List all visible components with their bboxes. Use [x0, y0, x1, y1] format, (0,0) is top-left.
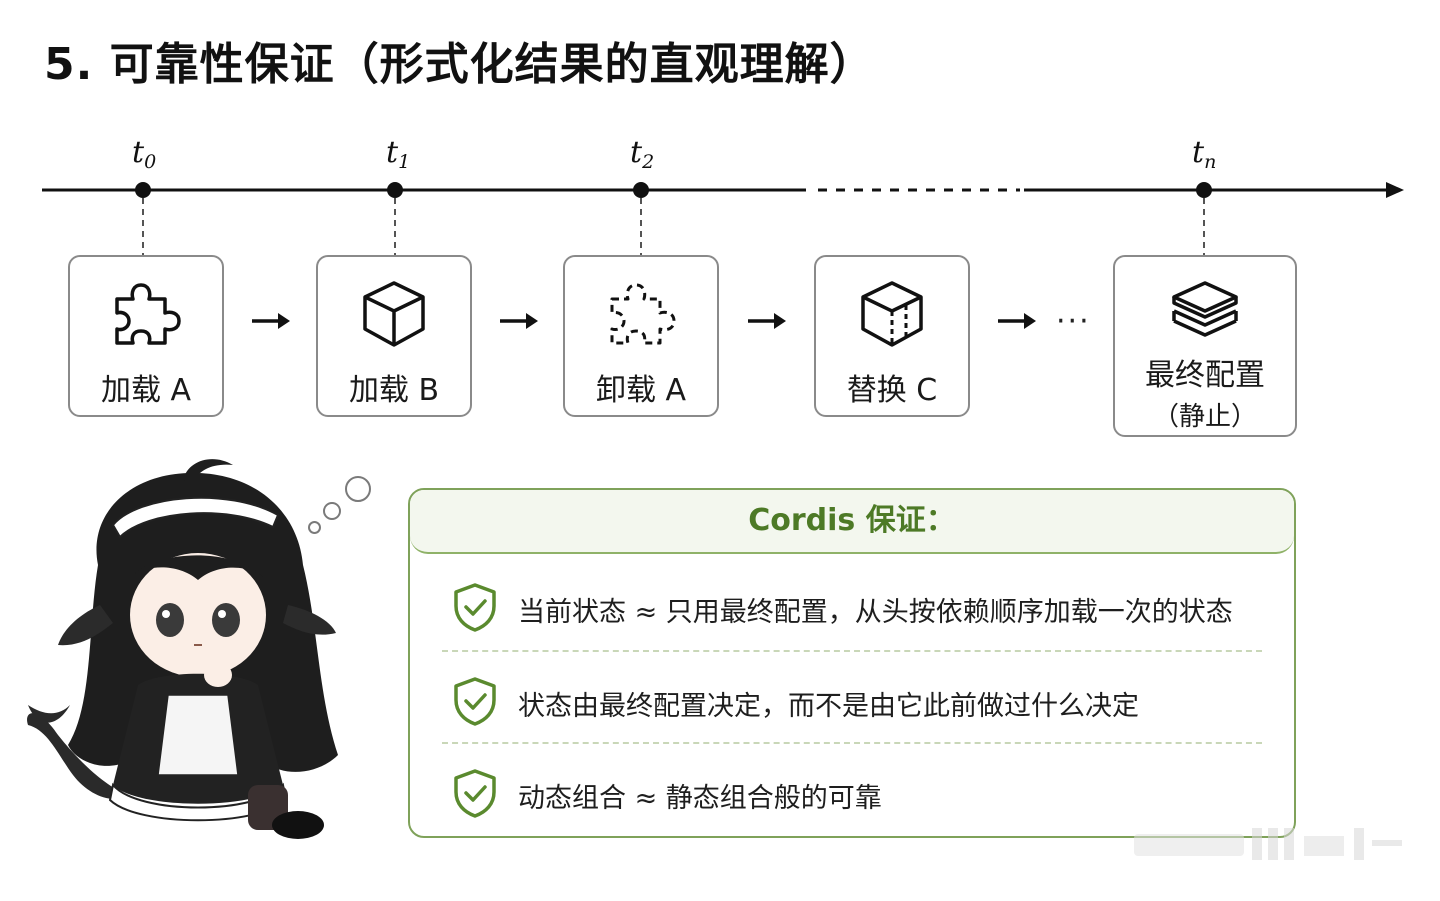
- maid-character-illustration: [27, 459, 338, 839]
- step-label: 卸载 A: [595, 373, 687, 408]
- step-label: 替换 C: [846, 373, 938, 408]
- arrow-right-icon: [252, 313, 290, 329]
- timeline: t0 t1 t2 tn: [42, 135, 1404, 255]
- step-label: 最终配置: [1145, 358, 1265, 393]
- timeline-point: t2: [630, 135, 654, 255]
- ellipsis: ···: [1056, 304, 1091, 339]
- timeline-point: t0: [132, 135, 156, 255]
- guarantee-item: 状态由最终配置决定，而不是由它此前做过什么决定: [442, 664, 1262, 734]
- arrow-right-icon: [748, 313, 786, 329]
- thought-bubble: [323, 502, 341, 520]
- thought-bubble: [345, 476, 371, 502]
- step-replace-c: 替换 C: [814, 255, 970, 417]
- step-label: 加载 A: [100, 373, 192, 408]
- step-sublabel: （静止）: [1152, 402, 1257, 432]
- arrow-right-icon: [998, 313, 1036, 329]
- step-label: 加载 B: [348, 373, 440, 408]
- guarantee-card: Cordis 保证： 当前状态 ≈ 只用最终配置，从头按依赖顺序加载一次的状态 …: [408, 488, 1296, 838]
- tick-label: t2: [630, 135, 654, 173]
- shield-check-icon: [454, 769, 496, 818]
- timeline-point: tn: [1192, 135, 1216, 255]
- shield-check-icon: [454, 583, 496, 632]
- watermark: [1134, 828, 1402, 860]
- tick-label: t0: [132, 135, 156, 173]
- guarantee-item-text: 动态组合 ≈ 静态组合般的可靠: [518, 783, 882, 814]
- step-load-a: 加载 A: [68, 255, 224, 417]
- guarantee-item: 动态组合 ≈ 静态组合般的可靠: [442, 756, 1262, 826]
- step-load-b: 加载 B: [316, 255, 472, 417]
- cube-icon: [363, 281, 425, 347]
- guarantee-heading: Cordis 保证：: [410, 490, 1294, 554]
- tick-label: t1: [386, 135, 410, 173]
- shield-check-icon: [454, 677, 496, 726]
- divider: [442, 650, 1262, 652]
- divider: [442, 742, 1262, 744]
- page-title: 5. 可靠性保证（形式化结果的直观理解）: [44, 39, 875, 90]
- arrow-right-icon: [500, 313, 538, 329]
- puzzle-outline-dashed-icon: [610, 283, 676, 345]
- tick-label: tn: [1192, 135, 1216, 173]
- guarantee-item-text: 当前状态 ≈ 只用最终配置，从头按依赖顺序加载一次的状态: [518, 597, 1233, 628]
- timeline-point: t1: [386, 135, 410, 255]
- thought-bubble: [308, 521, 321, 534]
- layers-stack-icon: [1172, 281, 1238, 337]
- guarantee-item: 当前状态 ≈ 只用最终配置，从头按依赖顺序加载一次的状态: [442, 570, 1262, 640]
- puzzle-piece-icon: [115, 283, 181, 345]
- step-unload-a: 卸载 A: [563, 255, 719, 417]
- step-final-config: 最终配置 （静止）: [1113, 255, 1297, 437]
- cube-dashed-face-icon: [861, 281, 923, 347]
- guarantee-item-text: 状态由最终配置决定，而不是由它此前做过什么决定: [518, 691, 1139, 722]
